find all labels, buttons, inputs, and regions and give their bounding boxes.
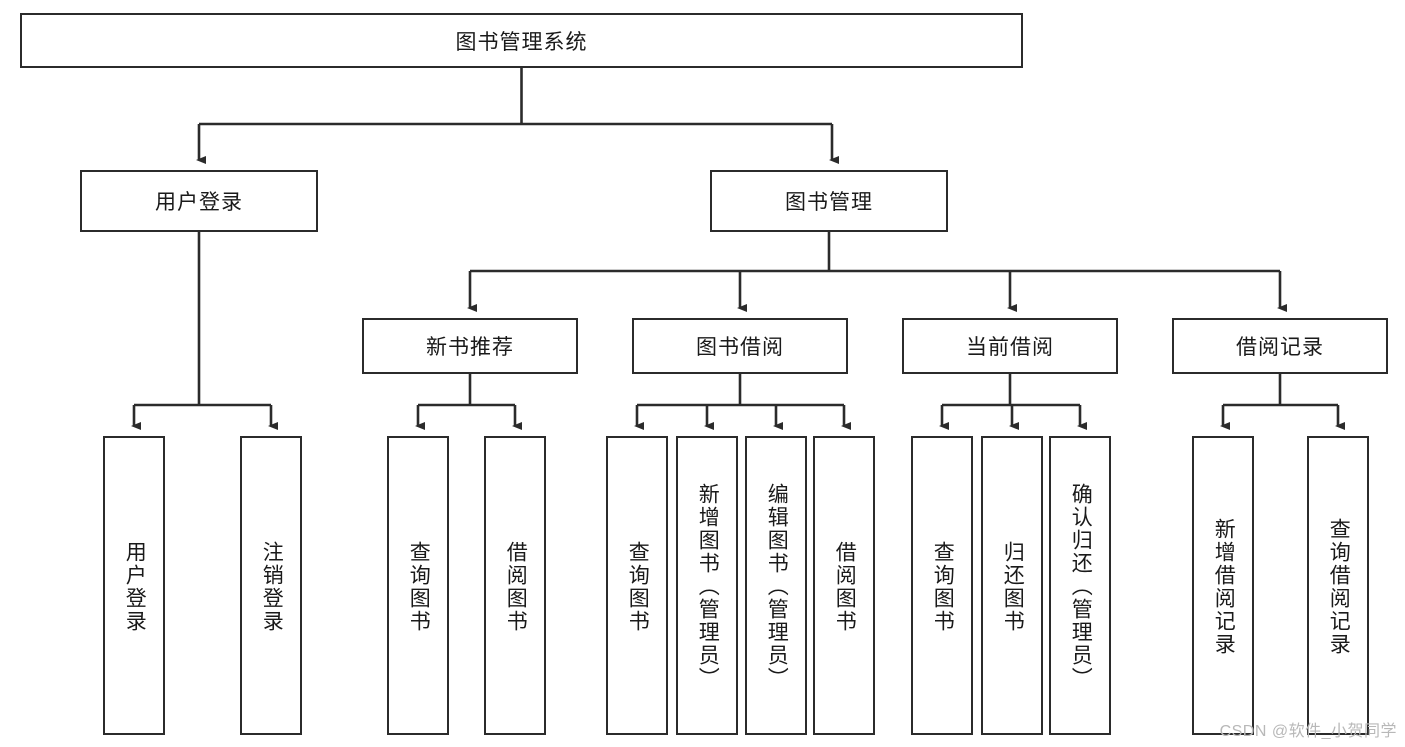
node-leaf-query-book-rec[interactable]: 查询图书 bbox=[387, 436, 449, 735]
leaf-label-query-book-borrow: 查询图书 bbox=[626, 540, 650, 633]
leaf-label-borrow-book-rec: 借阅图书 bbox=[504, 540, 528, 633]
node-leaf-confirm-return[interactable]: 确认归还（管理员） bbox=[1049, 436, 1111, 735]
leaf-label-return-book: 归还图书 bbox=[1001, 540, 1025, 633]
leaf-label-add-record: 新增借阅记录 bbox=[1212, 517, 1236, 656]
leaf-label-add-book: 新增图书（管理员） bbox=[696, 483, 720, 690]
node-leaf-add-record[interactable]: 新增借阅记录 bbox=[1192, 436, 1254, 735]
node-borrow-record[interactable]: 借阅记录 bbox=[1172, 318, 1388, 374]
node-leaf-add-book[interactable]: 新增图书（管理员） bbox=[676, 436, 738, 735]
node-leaf-user-logout[interactable]: 注销登录 bbox=[240, 436, 302, 735]
node-leaf-query-book-borrow[interactable]: 查询图书 bbox=[606, 436, 668, 735]
leaf-label-borrow-book: 借阅图书 bbox=[833, 540, 857, 633]
node-book-manage[interactable]: 图书管理 bbox=[710, 170, 948, 232]
leaf-label-query-book-rec: 查询图书 bbox=[407, 540, 431, 633]
leaf-label-user-logout: 注销登录 bbox=[260, 540, 284, 633]
node-leaf-user-login[interactable]: 用户登录 bbox=[103, 436, 165, 735]
leaf-label-confirm-return: 确认归还（管理员） bbox=[1069, 483, 1093, 690]
node-borrow-record-label: 借阅记录 bbox=[1236, 336, 1324, 359]
node-user-login-label: 用户登录 bbox=[155, 191, 243, 214]
node-book-borrow[interactable]: 图书借阅 bbox=[632, 318, 848, 374]
node-leaf-return-book[interactable]: 归还图书 bbox=[981, 436, 1043, 735]
node-root-label: 图书管理系统 bbox=[455, 30, 588, 54]
leaf-label-edit-book: 编辑图书（管理员） bbox=[765, 483, 789, 690]
node-book-manage-label: 图书管理 bbox=[785, 191, 873, 214]
node-leaf-edit-book[interactable]: 编辑图书（管理员） bbox=[745, 436, 807, 735]
node-root[interactable]: 图书管理系统 bbox=[20, 13, 1023, 68]
node-leaf-query-record[interactable]: 查询借阅记录 bbox=[1307, 436, 1369, 735]
leaf-label-query-record: 查询借阅记录 bbox=[1327, 517, 1351, 656]
node-leaf-borrow-book-rec[interactable]: 借阅图书 bbox=[484, 436, 546, 735]
node-new-book-rec-label: 新书推荐 bbox=[426, 336, 514, 359]
node-user-login[interactable]: 用户登录 bbox=[80, 170, 318, 232]
node-new-book-rec[interactable]: 新书推荐 bbox=[362, 318, 578, 374]
leaf-label-query-book-current: 查询图书 bbox=[931, 540, 955, 633]
node-current-borrow-label: 当前借阅 bbox=[966, 336, 1054, 359]
node-leaf-query-book-current[interactable]: 查询图书 bbox=[911, 436, 973, 735]
node-book-borrow-label: 图书借阅 bbox=[696, 336, 784, 359]
node-leaf-borrow-book[interactable]: 借阅图书 bbox=[813, 436, 875, 735]
leaf-label-user-login: 用户登录 bbox=[123, 540, 147, 633]
node-current-borrow[interactable]: 当前借阅 bbox=[902, 318, 1118, 374]
